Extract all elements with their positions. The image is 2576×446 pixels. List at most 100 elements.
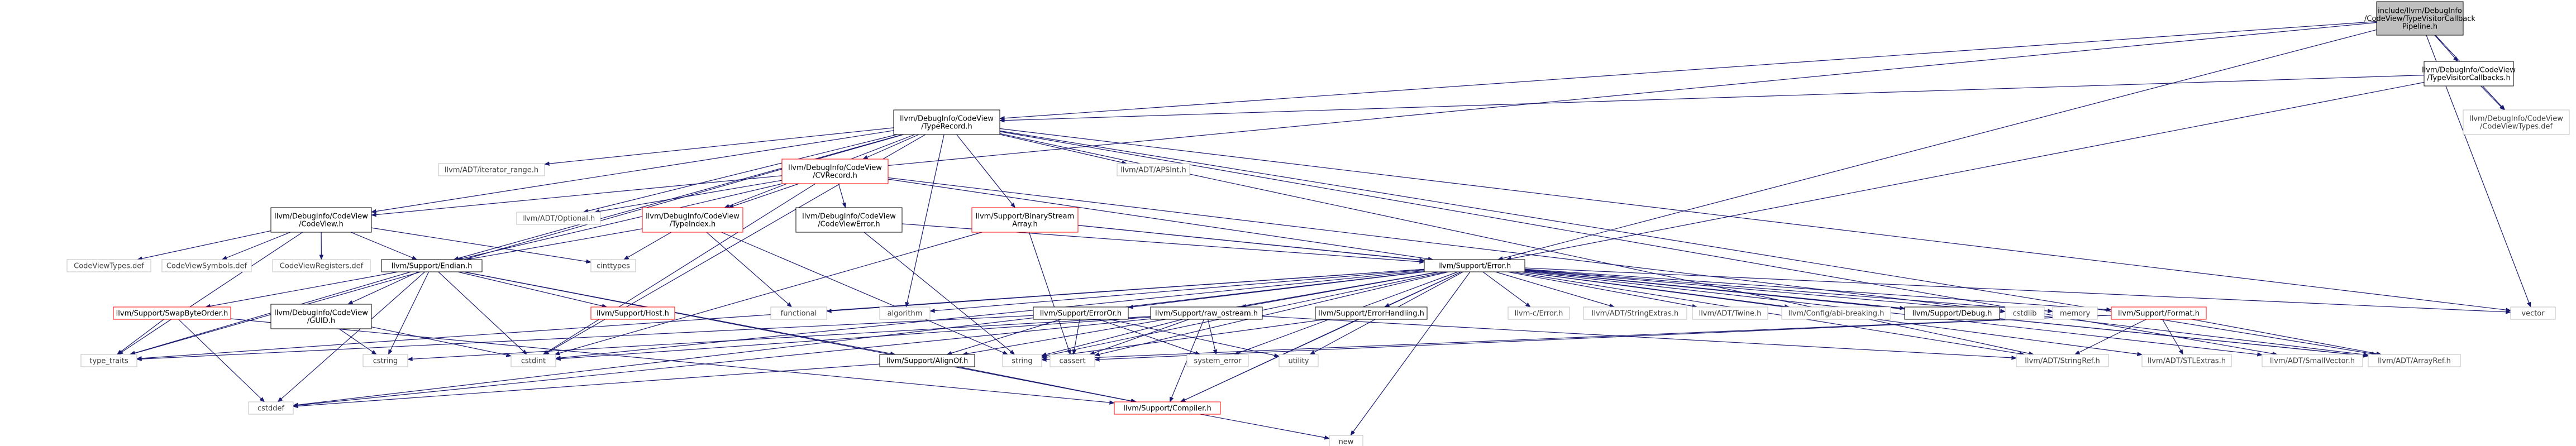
edge-endian-to-typetraits (129, 271, 411, 356)
edge-error-to-cerror (1482, 271, 1531, 308)
node-label: /CVRecord.h (813, 172, 857, 180)
node-label: llvm/Support/Format.h (2118, 310, 2200, 318)
node-label: type_traits (89, 357, 128, 366)
graph-node-cstring: cstring (362, 354, 408, 367)
node-label: llvm/ADT/STLExtras.h (2148, 357, 2226, 366)
node-label: llvm/Support/Compiler.h (1123, 405, 1211, 413)
graph-node-itrange: llvm/ADT/iterator_range.h (438, 163, 545, 176)
edge-error-to-new (1350, 271, 1471, 436)
graph-node-cverror[interactable]: llvm/DebugInfo/CodeView/CodeViewError.h (795, 207, 903, 233)
graph-node-swapbyte[interactable]: llvm/Support/SwapByteOrder.h (113, 306, 231, 320)
graph-node-alignof[interactable]: llvm/Support/AlignOf.h (879, 354, 975, 367)
edge-tr-to-optional (583, 134, 898, 213)
nodes-layer: include/llvm/DebugInfo/CodeView/TypeVisi… (66, 1, 2570, 446)
edge-root-to-cv (371, 22, 2377, 217)
node-box (516, 212, 601, 225)
node-label: llvm/Support/BinaryStream (976, 213, 1075, 221)
edge-endian-to-guid (347, 271, 419, 305)
graph-node-cv[interactable]: llvm/DebugInfo/CodeView/CodeView.h (270, 207, 372, 233)
graph-node-cvtypesdef1: llvm/DebugInfo/CodeView/CodeViewTypes.de… (2463, 109, 2570, 135)
edge-tvc-to-cvtypesdef1 (2480, 85, 2505, 111)
node-box (2376, 1, 2464, 36)
graph-node-rawostream[interactable]: llvm/Support/raw_ostream.h (1150, 306, 1263, 320)
node-box (2005, 306, 2045, 320)
edge-error-to-cstddef (293, 271, 1425, 407)
graph-node-abibreak: llvm/Config/abi-breaking.h (1781, 306, 1891, 320)
edge-cv-to-cvsymdef (221, 232, 291, 260)
node-box (1329, 435, 1363, 446)
node-label: /TypeVisitorCallbacks.h (2427, 74, 2511, 83)
node-box (80, 354, 137, 367)
node-label: llvm/ADT/StringExtras.h (1592, 310, 1678, 318)
node-label: llvm/ADT/ArrayRef.h (2378, 357, 2451, 366)
node-box (1692, 306, 1768, 320)
node-label: llvm/Support/ErrorOr.h (1040, 310, 1122, 318)
graph-node-error[interactable]: llvm/Support/Error.h (1424, 259, 1525, 272)
node-box (1150, 306, 1263, 320)
node-label: include/llvm/DebugInfo (2378, 7, 2462, 16)
edge-tr-to-bstream (956, 134, 1015, 208)
edge-cvrec-to-error (888, 179, 1434, 261)
node-label: /CodeViewError.h (818, 220, 880, 229)
graph-node-errhandling[interactable]: llvm/Support/ErrorHandling.h (1315, 306, 1428, 320)
node-label: llvm/ADT/SmallVector.h (2270, 357, 2355, 366)
edge-error-to-algorithm (929, 269, 1425, 313)
node-label: cinttypes (597, 262, 630, 271)
graph-node-tr[interactable]: llvm/DebugInfo/CodeView/TypeRecord.h (893, 109, 1000, 135)
edge-typeindex-to-endian (466, 228, 643, 261)
graph-node-guid[interactable]: llvm/DebugInfo/CodeView/GUID.h (270, 304, 372, 329)
node-label: /CodeView/TypeVisitorCallback (2364, 15, 2475, 23)
node-box (1002, 354, 1042, 367)
graph-node-cstdlib: cstdlib (2005, 306, 2045, 320)
node-box (511, 354, 556, 367)
edge-error-to-stringref (1513, 271, 2025, 356)
edge-root-to-tvc (2434, 35, 2459, 62)
node-box (1114, 401, 1221, 415)
node-label: llvm/Config/abi-breaking.h (1788, 310, 1885, 318)
edge-error-to-strextras (1495, 271, 1615, 308)
node-box (438, 163, 545, 176)
graph-node-typeindex[interactable]: llvm/DebugInfo/CodeView/TypeIndex.h (642, 207, 743, 233)
edge-cvrec-to-arrayref (888, 177, 2369, 357)
edge-guid-to-cstdint (371, 327, 512, 357)
graph-node-apsint: llvm/ADT/APSInt.h (1117, 163, 1190, 176)
graph-node-compiler[interactable]: llvm/Support/Compiler.h (1114, 401, 1221, 415)
node-label: llvm/ADT/iterator_range.h (445, 166, 538, 175)
node-label: Array.h (1012, 220, 1038, 229)
node-label: /TypeRecord.h (921, 123, 972, 131)
edge-format-to-stlextras (2162, 319, 2184, 355)
graph-node-format[interactable]: llvm/Support/Format.h (2111, 306, 2207, 320)
node-label: llvm/DebugInfo/CodeView (274, 309, 368, 318)
edge-rawostream-to-systemerror (1208, 319, 1218, 355)
edge-error-to-cstdint (555, 270, 1425, 360)
node-label: llvm/Support/Debug.h (1912, 310, 1992, 318)
graph-node-cvsymdef: CodeViewSymbols.def (161, 259, 252, 272)
node-box (113, 306, 231, 320)
edge-tr-to-algorithm (905, 134, 944, 308)
edge-tr-to-cv (371, 130, 894, 214)
graph-node-algorithm: algorithm (879, 306, 931, 320)
node-label: /GUID.h (307, 317, 335, 325)
graph-node-endian[interactable]: llvm/Support/Endian.h (381, 259, 483, 272)
node-box (1050, 354, 1095, 367)
edge-erroror-to-typetraits (136, 315, 1034, 362)
node-box (2510, 306, 2556, 320)
edge-typeindex-to-cinttypes (623, 232, 672, 260)
graph-node-cerror: llvm-c/Error.h (1508, 306, 1570, 320)
node-box (879, 354, 975, 367)
edge-error-to-vector (1524, 267, 2511, 314)
graph-node-debug[interactable]: llvm/Support/Debug.h (1904, 306, 2000, 320)
graph-node-cvrec[interactable]: llvm/DebugInfo/CodeView/CVRecord.h (781, 159, 889, 184)
edge-guid-to-cstring (338, 328, 377, 355)
edge-tr-to-typetraits (130, 134, 904, 356)
edge-error-to-memory (1524, 269, 2053, 313)
edge-bstream-to-cstdint (554, 232, 982, 356)
graph-node-tvc[interactable]: llvm/DebugInfo/CodeView/TypeVisitorCallb… (2422, 61, 2516, 87)
node-box (1904, 306, 2000, 320)
graph-node-erroror[interactable]: llvm/Support/ErrorOr.h (1033, 306, 1129, 320)
edge-cvrec-to-cstdint (542, 183, 816, 355)
node-label: CodeViewRegisters.def (280, 262, 364, 271)
edge-rawostream-to-string (1041, 319, 1183, 357)
graph-node-host[interactable]: llvm/Support/Host.h (590, 306, 675, 320)
